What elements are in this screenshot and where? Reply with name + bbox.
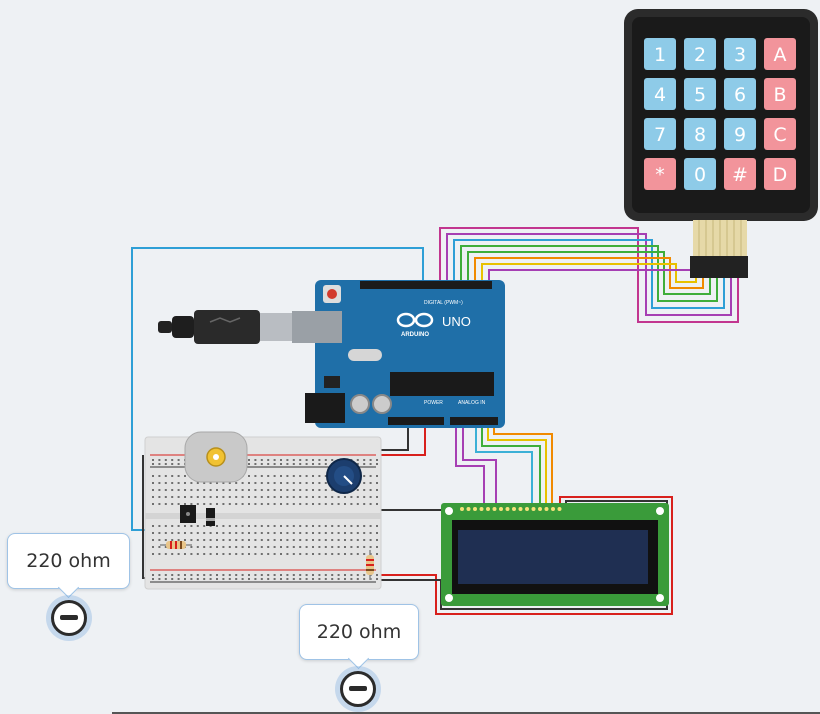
board-model-label: UNO [442, 314, 471, 329]
keypad-key-B[interactable]: B [764, 78, 796, 110]
keypad-key-label: 6 [734, 84, 746, 106]
keypad-key-label: 1 [654, 44, 666, 66]
potentiometer[interactable] [326, 458, 362, 494]
digital-header-label: DIGITAL (PWM~) [424, 300, 463, 306]
keypad-key-label: 8 [694, 124, 706, 146]
keypad-key-5[interactable]: 5 [684, 78, 716, 110]
keypad-key-#[interactable]: # [724, 158, 756, 190]
power-header-label: POWER [424, 400, 443, 406]
keypad-4x4[interactable]: 1 2 3 A 4 5 6 B 7 8 9 C * 0 # D [624, 9, 818, 278]
keypad-key-7[interactable]: 7 [644, 118, 676, 150]
keypad-key-label: A [774, 44, 787, 66]
keypad-key-label: D [773, 164, 788, 186]
board-brand-label: ARDUINO [401, 332, 429, 338]
remove-callout-button-left[interactable] [51, 600, 87, 636]
dc-motor[interactable] [184, 431, 248, 483]
breadboard-holes [152, 459, 378, 580]
keypad-key-C[interactable]: C [764, 118, 796, 150]
analog-header-label: ANALOG IN [458, 400, 486, 406]
keypad-key-D[interactable]: D [764, 158, 796, 190]
keypad-key-label: B [773, 84, 786, 106]
keypad-key-label: 7 [654, 124, 666, 146]
keypad-key-label: 9 [734, 124, 746, 146]
keypad-key-A[interactable]: A [764, 38, 796, 70]
lcd-screen [458, 530, 648, 584]
keypad-key-4[interactable]: 4 [644, 78, 676, 110]
keypad-key-label: 4 [654, 84, 666, 106]
lcd-16x2[interactable] [441, 503, 669, 606]
canvas-bottom-border [112, 712, 820, 714]
arduino-uno-board[interactable]: UNO ARDUINO DIGITAL (PWM~) POWER ANALOG … [292, 280, 505, 428]
lcd-pin-header [460, 507, 562, 511]
keypad-key-label: 2 [694, 44, 706, 66]
reset-button[interactable] [327, 289, 337, 299]
transistor[interactable] [180, 505, 196, 523]
keypad-key-label: # [732, 164, 748, 186]
keypad-ribbon-cable [690, 220, 748, 278]
keypad-key-*[interactable]: * [644, 158, 676, 190]
keypad-key-0[interactable]: 0 [684, 158, 716, 190]
keypad-key-8[interactable]: 8 [684, 118, 716, 150]
keypad-key-2[interactable]: 2 [684, 38, 716, 70]
callout-text: 220 ohm [316, 621, 402, 643]
keypad-key-label: 3 [734, 44, 746, 66]
keypad-key-label: * [655, 164, 665, 186]
keypad-key-6[interactable]: 6 [724, 78, 756, 110]
keypad-key-label: C [773, 124, 786, 146]
resistor-value-callout-right[interactable]: 220 ohm [299, 604, 419, 670]
keypad-key-label: 5 [694, 84, 706, 106]
resistor-value-callout-left[interactable]: 220 ohm [7, 533, 130, 599]
keypad-key-label: 0 [694, 164, 706, 186]
diode[interactable] [206, 508, 215, 526]
arduino-logo [396, 312, 434, 328]
keypad-key-9[interactable]: 9 [724, 118, 756, 150]
keypad-key-3[interactable]: 3 [724, 38, 756, 70]
keypad-key-1[interactable]: 1 [644, 38, 676, 70]
resistor-left[interactable] [160, 541, 192, 549]
remove-callout-button-right[interactable] [340, 671, 376, 707]
callout-text: 220 ohm [26, 550, 111, 572]
resistor-right[interactable] [366, 550, 374, 580]
